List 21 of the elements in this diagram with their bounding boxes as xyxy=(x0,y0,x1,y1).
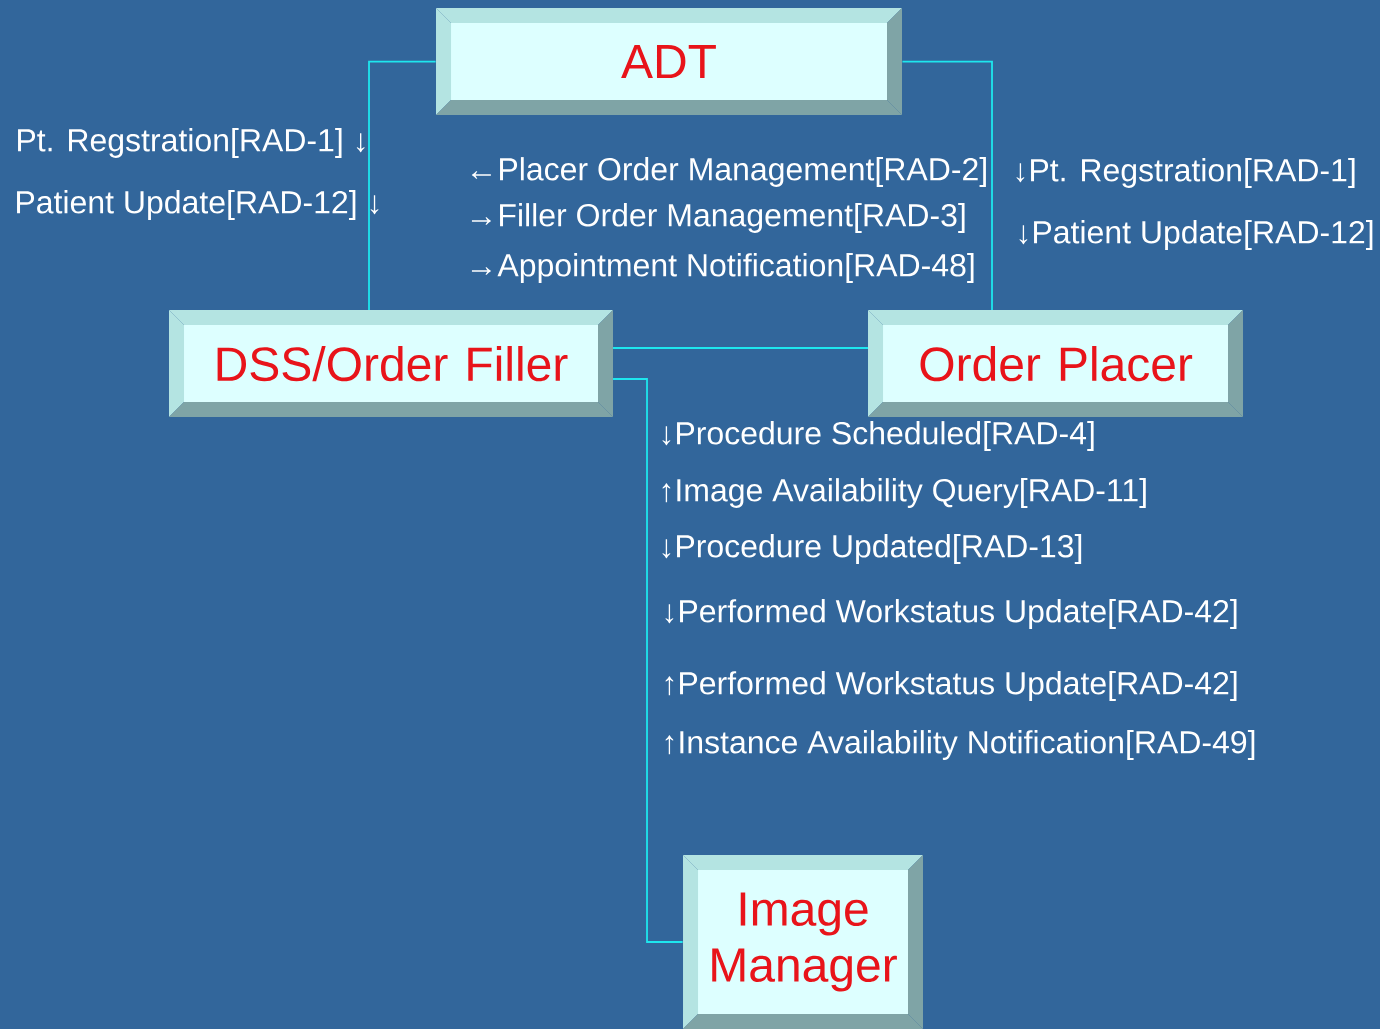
connector xyxy=(368,60,437,311)
annotation-text: ↓Procedure Updated[RAD-13] xyxy=(662,534,1082,564)
connector xyxy=(612,347,869,349)
annotation-text: Patient Update[RAD-12] ↓ xyxy=(17,190,379,220)
annotation-text: ↓Procedure Scheduled[RAD-4] xyxy=(662,421,1094,451)
annotation-text: →Filler Order Management[RAD-3] xyxy=(471,203,965,233)
annotation-text: ↓Performed Workstatus Update[RAD-42] xyxy=(665,599,1237,629)
annotation-text: ↑Performed Workstatus Update[RAD-42] xyxy=(665,671,1237,701)
box: ADT xyxy=(436,8,902,115)
annotation-text: ←Placer Order Management[RAD-2] xyxy=(471,157,986,187)
annotation-text: →Appointment Notification[RAD-48] xyxy=(471,253,974,283)
annotation-text: ↑Image Availability Query[RAD-11] xyxy=(662,478,1146,508)
box: Order Placer xyxy=(868,310,1243,417)
annotation-text: ↓Patient Update[RAD-12] xyxy=(1019,220,1373,250)
annotation-text: Pt. Regstration[RAD-1] ↓ xyxy=(18,128,365,158)
box: DSS/Order Filler xyxy=(169,310,613,417)
annotation-text: ↓Pt. Regstration[RAD-1] xyxy=(1016,158,1355,188)
connector xyxy=(612,378,684,943)
box: Image Manager xyxy=(683,855,923,1029)
annotation-text: ↑Instance Availability Notification[RAD-49] xyxy=(665,730,1255,760)
connector xyxy=(901,60,993,311)
